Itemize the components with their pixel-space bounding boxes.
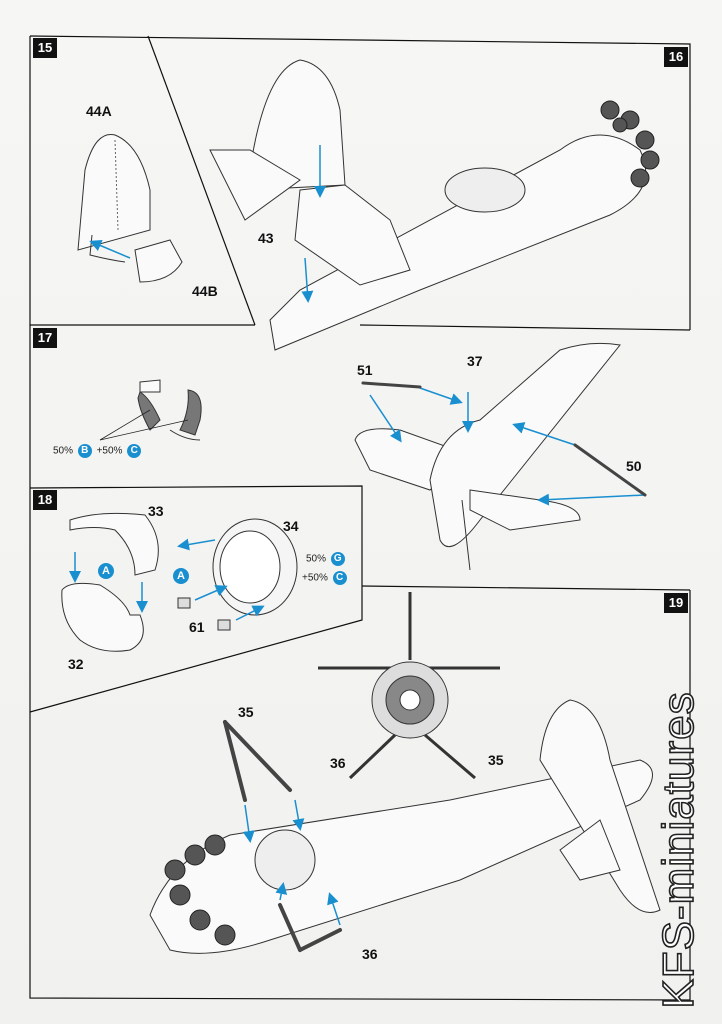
step18-cowling-drawing xyxy=(61,512,298,652)
step-number-19: 19 xyxy=(664,593,688,613)
part-label-35-right: 35 xyxy=(488,752,504,768)
step-number-15: 15 xyxy=(33,38,57,58)
watermark-logo: KFS-miniatures xyxy=(644,680,714,1020)
part-label-32: 32 xyxy=(68,656,84,672)
step19-front-view-drawing xyxy=(318,592,500,780)
step17-detail-drawing xyxy=(137,379,202,441)
watermark-text: KFS-miniatures xyxy=(653,691,704,1010)
panel-frames xyxy=(29,35,691,1001)
part-label-51: 51 xyxy=(357,362,373,378)
paint-code-c-icon: C xyxy=(332,571,347,585)
paint-percent-1: 50% xyxy=(306,553,327,565)
paint-code-b-icon: B xyxy=(77,444,92,458)
part-label-36-lower: 36 xyxy=(362,946,378,962)
part-label-43: 43 xyxy=(258,230,274,246)
step-number-16: 16 xyxy=(664,47,688,67)
part-label-44b: 44B xyxy=(192,283,218,299)
paint-code-g-icon: G xyxy=(330,552,345,566)
part-label-37: 37 xyxy=(467,353,483,369)
subassembly-a-marker-icon: A xyxy=(98,563,114,579)
part-label-36-upper: 36 xyxy=(330,755,346,771)
part-label-34: 34 xyxy=(283,518,299,534)
step19-fuselage-drawing xyxy=(149,699,661,954)
step17-tailplane-drawing xyxy=(354,342,621,571)
step-number-17: 17 xyxy=(33,328,57,348)
step15-rudder-drawing xyxy=(77,133,183,283)
paint-mix-step17: 50% B +50% C xyxy=(53,444,143,458)
step16-tail-assembly-drawing xyxy=(209,59,660,351)
part-label-61: 61 xyxy=(189,619,205,635)
paint-mix-step18: 50% G xyxy=(306,552,347,566)
step-number-18: 18 xyxy=(33,490,57,510)
part-label-33: 33 xyxy=(148,503,164,519)
paint-percent-2: +50% xyxy=(96,445,123,457)
part-label-50: 50 xyxy=(626,458,642,474)
part-label-35-left: 35 xyxy=(238,704,254,720)
part-label-44a: 44A xyxy=(86,103,112,119)
paint-code-c-icon: C xyxy=(127,444,142,458)
paint-percent-2: +50% xyxy=(302,572,328,584)
subassembly-a-marker-icon: A xyxy=(173,568,189,584)
paint-percent-1: 50% xyxy=(53,445,74,457)
paint-mix-step18-second: +50% C xyxy=(302,571,349,585)
